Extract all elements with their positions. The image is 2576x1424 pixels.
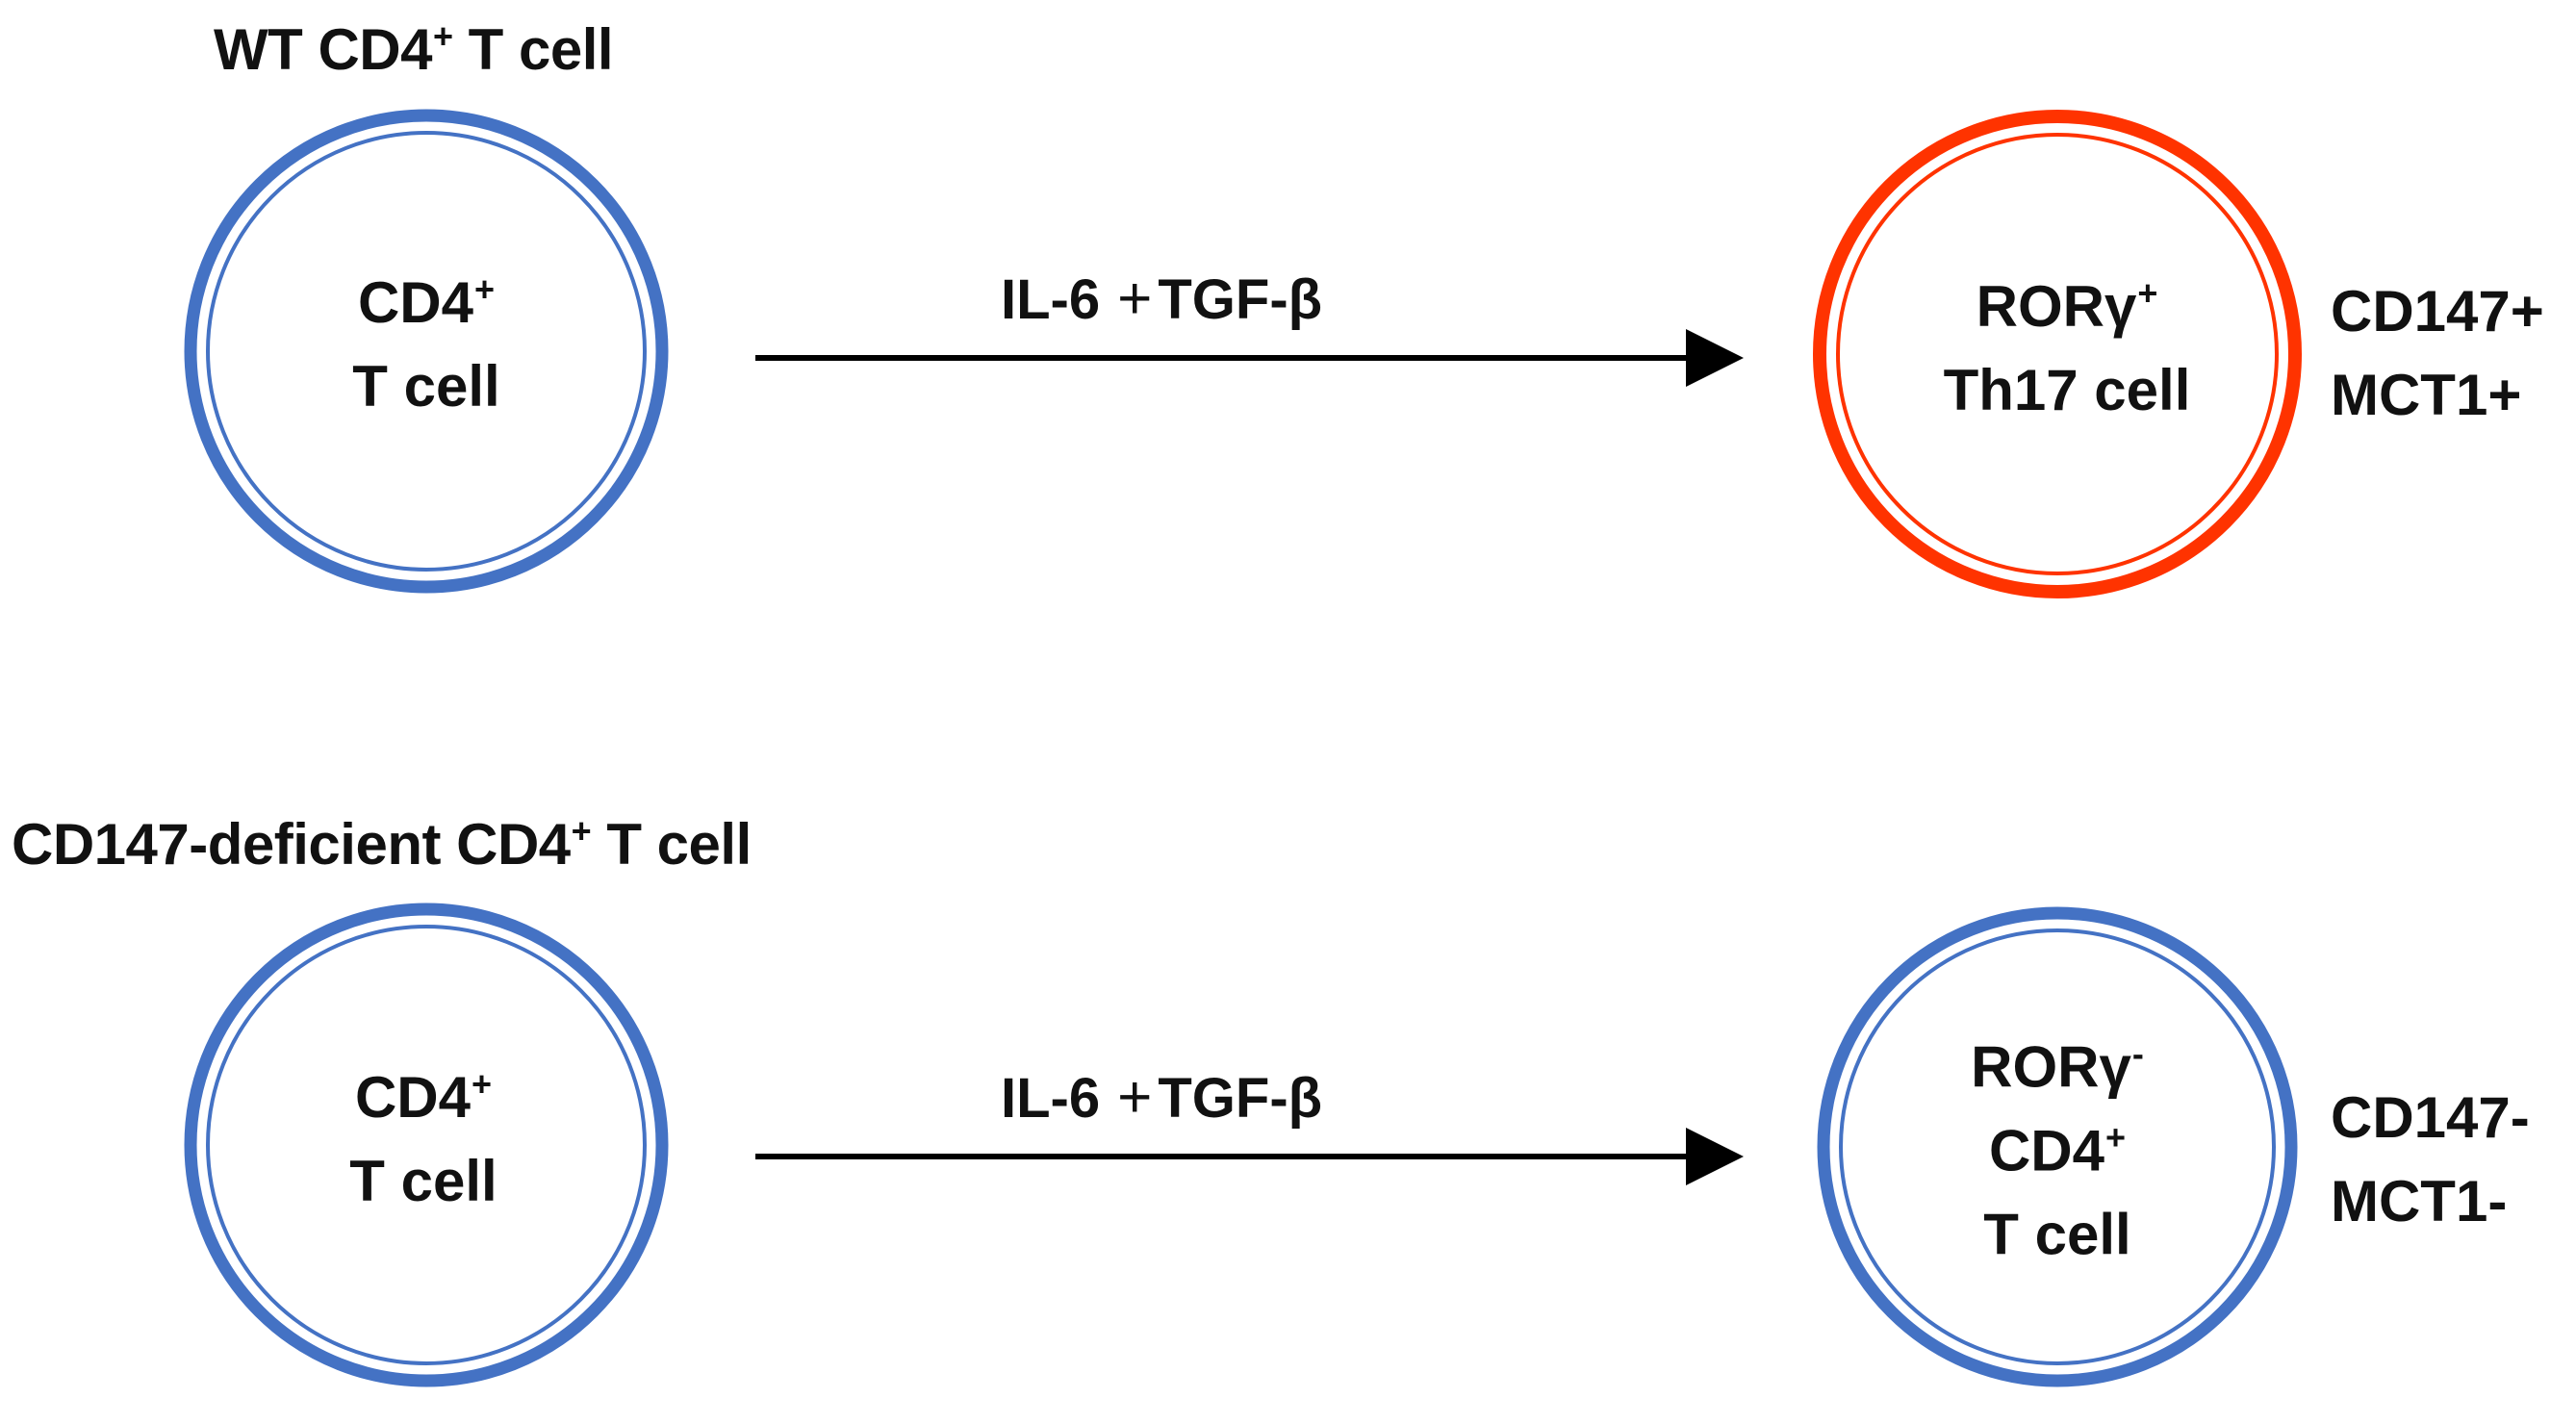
top-title-main: WT CD4 (214, 17, 432, 82)
bottom-marker-cd147: CD147- (2331, 1085, 2530, 1150)
bottom-target-line2-sup: + (2104, 1117, 2127, 1157)
bottom-source-cell (184, 903, 669, 1387)
bottom-arrow-label-plus: + (1117, 1064, 1153, 1131)
top-target-line1: RORγ (1976, 274, 2137, 339)
top-arrow-label-right: TGF-β (1158, 268, 1323, 331)
top-source-cell-label: CD4+ T cell (352, 261, 499, 428)
bottom-title-main: CD147-deficient CD4 (12, 812, 571, 877)
bottom-markers: CD147- MCT1- (2331, 1076, 2530, 1243)
bottom-arrow-label: IL-6 +TGF-β (1001, 1063, 1322, 1132)
top-source-line2: T cell (352, 354, 500, 419)
bottom-target-line3: T cell (1983, 1202, 2131, 1267)
top-target-line1-sup: + (2137, 273, 2158, 313)
top-marker-mct1: MCT1+ (2331, 363, 2522, 427)
bottom-title-rest: T cell (591, 812, 752, 877)
bottom-target-line2: CD4 (1988, 1118, 2104, 1183)
top-arrow-label-plus: + (1117, 266, 1153, 332)
bottom-source-cell-label: CD4+ T cell (349, 1055, 497, 1223)
bottom-arrow-label-left: IL-6 (1001, 1067, 1101, 1130)
top-arrow-label: IL-6 +TGF-β (1001, 265, 1322, 333)
bottom-arrow-label-right: TGF-β (1158, 1067, 1323, 1130)
top-target-line2: Th17 cell (1943, 358, 2191, 422)
bottom-source-line2: T cell (349, 1149, 497, 1213)
top-target-cell (1813, 110, 2302, 598)
top-row-title: WT CD4+ T cell (214, 19, 614, 79)
bottom-marker-mct1: MCT1- (2331, 1169, 2508, 1233)
top-source-cell (184, 109, 669, 594)
bottom-target-line1: RORγ (1971, 1034, 2131, 1100)
top-source-line1-sup: + (474, 269, 496, 309)
top-title-rest: T cell (452, 17, 614, 82)
bottom-target-cell (1817, 906, 2298, 1387)
bottom-title-sup: + (571, 811, 592, 851)
bottom-source-line1: CD4 (354, 1065, 471, 1130)
top-target-cell-label: RORγ+ Th17 cell (1944, 265, 2191, 432)
top-marker-cd147: CD147+ (2331, 279, 2544, 343)
top-title-sup: + (432, 16, 453, 56)
top-arrow-label-left: IL-6 (1001, 268, 1101, 331)
top-source-line1: CD4 (357, 270, 473, 335)
bottom-target-cell-label: RORγ- CD4+ T cell (1971, 1026, 2144, 1277)
bottom-target-line1-sup: - (2131, 1033, 2144, 1074)
top-markers: CD147+ MCT1+ (2331, 269, 2544, 437)
bottom-row-title: CD147-deficient CD4+ T cell (12, 814, 752, 874)
bottom-source-line1-sup: + (472, 1064, 493, 1104)
